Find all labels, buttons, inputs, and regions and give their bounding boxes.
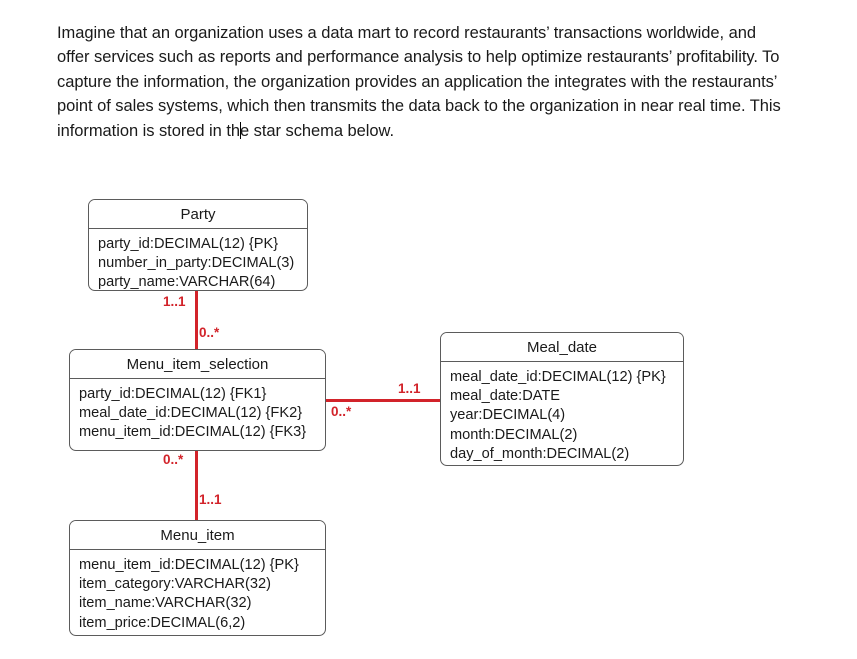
attribute-row: month:DECIMAL(2) bbox=[450, 426, 578, 443]
entity-menu-item-title: Menu_item bbox=[70, 521, 325, 550]
relationship-line-party-to-menu-item-selection bbox=[195, 289, 198, 351]
cardinality-selection-to-menu-item-to: 1..1 bbox=[199, 492, 222, 507]
text-caret bbox=[239, 121, 241, 139]
entity-menu-item-attributes: menu_item_id:DECIMAL(12) {PK} item_categ… bbox=[70, 550, 325, 635]
attribute-row: meal_date:DATE bbox=[450, 388, 561, 405]
attribute-row: menu_item_id:DECIMAL(12) {PK} bbox=[79, 557, 299, 573]
attribute-row: party_name:VARCHAR(64) bbox=[98, 274, 276, 291]
attribute-row: day_of_month:DECIMAL(2) bbox=[450, 445, 630, 462]
relationship-line-menu-item-selection-to-menu-item bbox=[195, 449, 198, 522]
attribute-row: number_in_party:DECIMAL(3) bbox=[98, 255, 295, 272]
attribute-row: item_name:VARCHAR(32) bbox=[79, 595, 252, 612]
entity-menu-item-selection[interactable]: Menu_item_selection party_id:DECIMAL(12)… bbox=[69, 349, 326, 451]
attribute-row: item_category:VARCHAR(32) bbox=[79, 576, 271, 593]
intro-paragraph: Imagine that an organization uses a data… bbox=[57, 21, 787, 144]
cardinality-selection-to-menu-item-from: 0..* bbox=[163, 452, 184, 467]
cardinality-party-to-selection-to: 0..* bbox=[199, 325, 220, 340]
attribute-row: item_price:DECIMAL(6,2) bbox=[79, 614, 246, 631]
attribute-row: meal_date_id:DECIMAL(12) {FK2} bbox=[79, 405, 303, 422]
intro-paragraph-text-before-caret: Imagine that an organization uses a data… bbox=[57, 23, 781, 140]
entity-party-attributes: party_id:DECIMAL(12) {PK} number_in_part… bbox=[89, 229, 307, 291]
entity-meal-date-attributes: meal_date_id:DECIMAL(12) {PK} meal_date:… bbox=[441, 362, 683, 465]
entity-meal-date-title: Meal_date bbox=[441, 333, 683, 362]
intro-paragraph-text-after-caret: e star schema below. bbox=[240, 121, 394, 140]
entity-meal-date[interactable]: Meal_date meal_date_id:DECIMAL(12) {PK} … bbox=[440, 332, 684, 466]
attribute-row: meal_date_id:DECIMAL(12) {PK} bbox=[450, 369, 666, 385]
cardinality-selection-to-meal-date-to: 1..1 bbox=[398, 381, 421, 396]
entity-menu-item-selection-attributes: party_id:DECIMAL(12) {FK1} meal_date_id:… bbox=[70, 379, 325, 450]
attribute-row: menu_item_id:DECIMAL(12) {FK3} bbox=[79, 424, 307, 441]
entity-party-title: Party bbox=[89, 200, 307, 229]
cardinality-party-to-selection-from: 1..1 bbox=[163, 294, 186, 309]
entity-party[interactable]: Party party_id:DECIMAL(12) {PK} number_i… bbox=[88, 199, 308, 291]
attribute-row: party_id:DECIMAL(12) {PK} bbox=[98, 236, 279, 252]
entity-menu-item[interactable]: Menu_item menu_item_id:DECIMAL(12) {PK} … bbox=[69, 520, 326, 636]
relationship-line-menu-item-selection-to-meal-date bbox=[324, 399, 442, 402]
attribute-row: party_id:DECIMAL(12) {FK1} bbox=[79, 386, 267, 402]
entity-menu-item-selection-title: Menu_item_selection bbox=[70, 350, 325, 379]
attribute-row: year:DECIMAL(4) bbox=[450, 407, 566, 424]
cardinality-selection-to-meal-date-from: 0..* bbox=[331, 404, 352, 419]
